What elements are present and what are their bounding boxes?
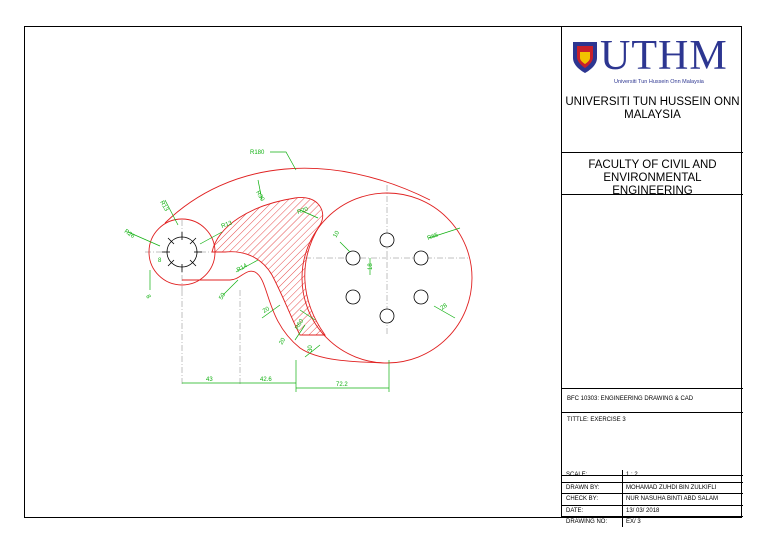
- lower-profile: [182, 270, 388, 364]
- drawing-title: TITTLE: EXERCISE 3: [562, 413, 743, 476]
- dim-r26: R26: [123, 229, 136, 241]
- dim-8b: 8: [144, 294, 151, 300]
- university-name: UNIVERSITI TUN HUSSEIN ONN MALAYSIA: [565, 96, 740, 121]
- dim-20: 20: [262, 306, 271, 315]
- part-outline: [148, 167, 473, 364]
- dim-r13a: R13: [158, 200, 169, 213]
- dim-18: 18: [368, 263, 374, 270]
- info-row-check-by: CHECK BY:NUR NASUHA BINTI ABD SALAM: [562, 493, 743, 505]
- dim-r65: R65: [427, 232, 440, 242]
- uthm-logo: UTHM Universiti Tun Hussein Onn Malaysia: [570, 33, 736, 86]
- dim-8: 8: [158, 258, 162, 264]
- dim-r180: R180: [250, 150, 265, 156]
- shield-icon: [573, 42, 597, 73]
- dimension-lines: [127, 151, 461, 392]
- logo-cell: UTHM Universiti Tun Hussein Onn Malaysia…: [562, 26, 743, 153]
- cad-drawing: R180 R30 R26 R13 R13 R20 R14 50 R65 28 1…: [123, 150, 473, 392]
- course-name: BFC 10303: ENGINEERING DRAWING & CAD: [562, 389, 743, 413]
- dim-r30: R30: [254, 190, 265, 203]
- dim-r14: R14: [236, 263, 249, 274]
- dim-r20: R20: [297, 206, 310, 216]
- outer-arc-r180: [164, 167, 431, 224]
- title-block: UTHM Universiti Tun Hussein Onn Malaysia…: [561, 26, 743, 528]
- info-row-drawing-no: DRAWING NO:EX/ 3: [562, 516, 743, 528]
- dim-d20b: 20: [279, 337, 288, 346]
- hatched-pocket: [211, 197, 326, 336]
- dim-30: 30: [308, 345, 314, 352]
- info-table: SCALE:1 : 2 DRAWN BY:MOHAMAD ZUHDI BIN Z…: [562, 470, 743, 528]
- dim-r13b: R13: [221, 220, 234, 230]
- info-row-scale: SCALE:1 : 2: [562, 470, 743, 482]
- blank-cell: [562, 195, 743, 389]
- dim-r13c: 50: [219, 292, 228, 301]
- faculty-name: FACULTY OF CIVIL AND ENVIRONMENTAL ENGIN…: [562, 153, 743, 197]
- drawing-sheet-border: [24, 26, 742, 518]
- dim-10: 10: [333, 230, 342, 239]
- bolt-holes: [345, 232, 429, 324]
- dim-42-6: 42.6: [260, 377, 272, 383]
- dim-28: 28: [440, 303, 449, 312]
- star-cutout: [162, 232, 202, 272]
- dim-72-2: 72.2: [336, 382, 348, 388]
- info-row-drawn-by: DRAWN BY:MOHAMAD ZUHDI BIN ZULKIFLI: [562, 481, 743, 494]
- dim-43: 43: [206, 377, 213, 383]
- dim-r60: R60: [295, 318, 306, 331]
- logo-subtext: Universiti Tun Hussein Onn Malaysia: [614, 79, 704, 85]
- logo-text: UTHM: [600, 33, 728, 79]
- info-row-date: DATE:13/ 03/ 2018: [562, 504, 743, 517]
